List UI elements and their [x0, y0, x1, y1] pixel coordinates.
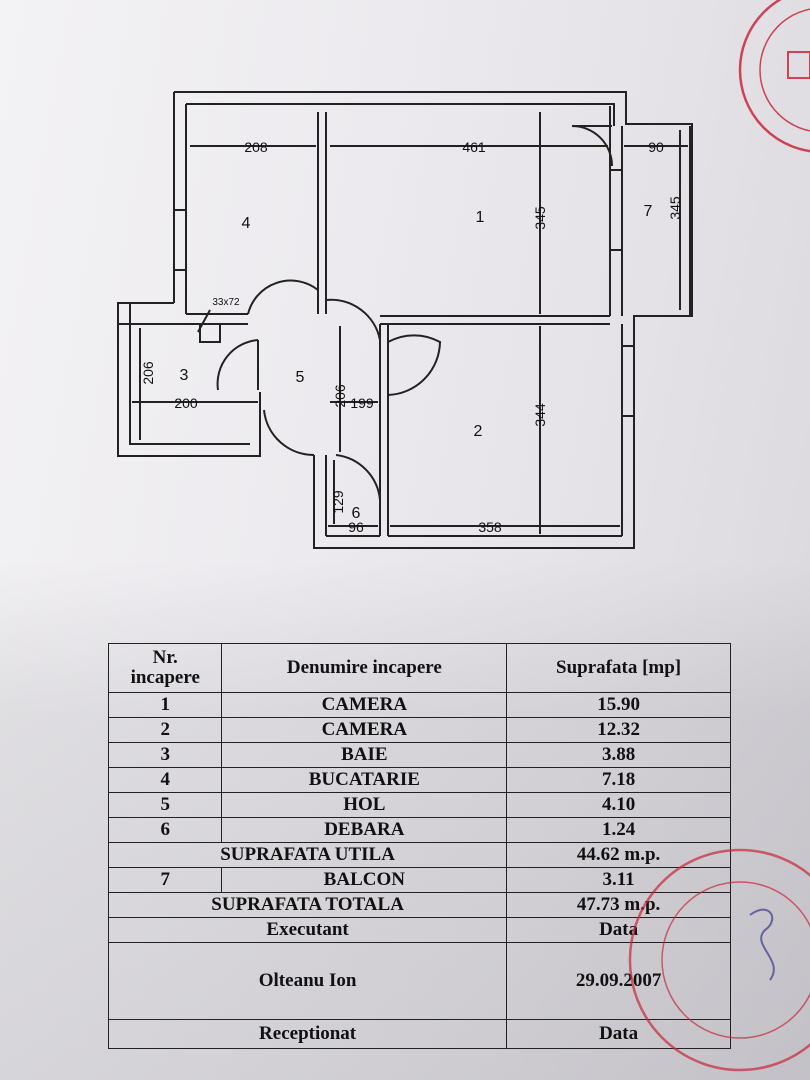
room-label-6: 6 [352, 505, 361, 522]
total-row: SUPRAFATA TOTALA 47.73 m.p. [107, 892, 731, 918]
dim-label-344: 344 [532, 403, 548, 427]
area-table: Nr. incapere Denumire incapere Suprafata… [107, 643, 731, 1049]
cell-name: BALCON [221, 867, 508, 893]
floor-plan: . 208 461 90 345 345 33x72 206 200 206 1… [117, 91, 693, 549]
receptionat-label: Receptionat [107, 1019, 508, 1049]
room-label-1: 1 [476, 209, 485, 226]
table-row: 5 HOL 4.10 [107, 792, 731, 818]
cell-name: BUCATARIE [221, 767, 508, 793]
dim-label-461: 461 [462, 139, 486, 155]
cell-area: 1.24 [506, 817, 731, 843]
dim-label-206b: 206 [332, 384, 348, 408]
table-row: 1 CAMERA 15.90 [107, 692, 731, 718]
cell-name: CAMERA [221, 717, 508, 743]
table-row: 6 DEBARA 1.24 [107, 817, 731, 843]
cell-name: HOL [221, 792, 508, 818]
table-row: 4 BUCATARIE 7.18 [107, 767, 731, 793]
header-denumire: Denumire incapere [221, 643, 508, 693]
cell-area: 12.32 [506, 717, 731, 743]
cell-name: CAMERA [221, 692, 508, 718]
dim-label-90: 90 [648, 139, 664, 155]
dim-label-199: 199 [350, 395, 374, 411]
util-value: 44.62 m.p. [506, 842, 731, 868]
room-label-7: 7 [644, 203, 653, 220]
header-suprafata: Suprafata [mp] [506, 643, 731, 693]
total-label: SUPRAFATA TOTALA [107, 892, 508, 918]
total-value: 47.73 m.p. [506, 892, 731, 918]
room-label-4: 4 [242, 215, 251, 232]
cell-nr: 5 [107, 792, 223, 818]
header-nr: Nr. incapere [107, 643, 223, 693]
util-row: SUPRAFATA UTILA 44.62 m.p. [107, 842, 731, 868]
room-label-2: 2 [474, 423, 483, 440]
cell-area: 15.90 [506, 692, 731, 718]
cell-area: 3.11 [506, 867, 731, 893]
cell-nr: 1 [107, 692, 223, 718]
dim-label-208: 208 [244, 139, 268, 155]
dim-label-345b: 345 [667, 196, 683, 220]
header-nr-text: Nr. incapere [130, 647, 200, 688]
cell-nr: 7 [107, 867, 223, 893]
cell-nr: 2 [107, 717, 223, 743]
executant-header-row: Executant Data [107, 917, 731, 943]
dim-label-33x72: 33x72 [212, 297, 240, 308]
executant-row: Olteanu Ion 29.09.2007 [107, 942, 731, 1020]
receptionat-row: Receptionat Data [107, 1019, 731, 1049]
util-label: SUPRAFATA UTILA [107, 842, 508, 868]
dim-label-96: 96 [348, 519, 364, 535]
executant-label: Executant [107, 917, 508, 943]
cell-name: DEBARA [221, 817, 508, 843]
cell-nr: 4 [107, 767, 223, 793]
dim-label-200: 200 [174, 395, 198, 411]
dim-label-129: 129 [330, 490, 346, 514]
data-label: Data [506, 917, 731, 943]
cell-name: BAIE [221, 742, 508, 768]
dim-label-358: 358 [478, 519, 502, 535]
table-row: 3 BAIE 3.88 [107, 742, 731, 768]
cell-nr: 6 [107, 817, 223, 843]
dim-label-206a: 206 [140, 361, 156, 385]
table-row: 2 CAMERA 12.32 [107, 717, 731, 743]
dim-label: . [254, 139, 258, 155]
executant-name: Olteanu Ion [107, 942, 508, 1020]
data-label-2: Data [506, 1019, 731, 1049]
table-header-row: Nr. incapere Denumire incapere Suprafata… [107, 643, 731, 693]
executant-date: 29.09.2007 [506, 942, 731, 1020]
cell-area: 3.88 [506, 742, 731, 768]
dim-label-345a: 345 [532, 206, 548, 230]
cell-nr: 3 [107, 742, 223, 768]
cell-area: 4.10 [506, 792, 731, 818]
room-label-3: 3 [180, 367, 189, 384]
table-row: 7 BALCON 3.11 [107, 867, 731, 893]
cell-area: 7.18 [506, 767, 731, 793]
room-label-5: 5 [296, 369, 305, 386]
